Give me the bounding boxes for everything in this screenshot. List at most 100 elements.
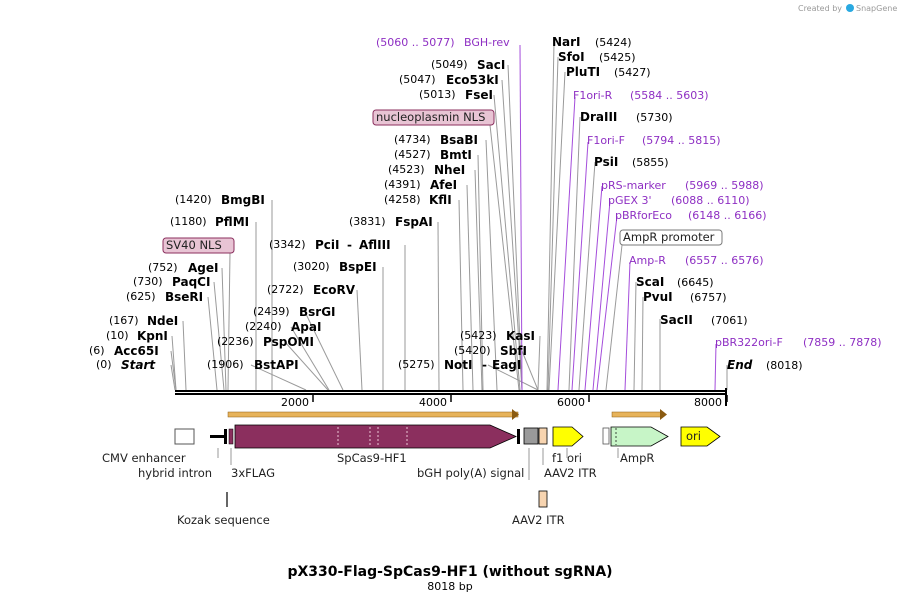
site-name: FspAI bbox=[395, 215, 433, 229]
feature-track: ori bbox=[174, 424, 721, 508]
site-name: PaqCI bbox=[172, 275, 210, 289]
site-name: PsiI bbox=[594, 155, 618, 169]
primer-range: (5060 .. 5077) bbox=[376, 36, 455, 49]
credit-text: Created by bbox=[798, 4, 842, 13]
map-length: 8018 bp bbox=[427, 580, 472, 593]
site-pos: (5049) bbox=[431, 58, 468, 71]
ori-arrow bbox=[680, 426, 721, 447]
site-name: SacII bbox=[660, 313, 693, 327]
primer-range: (6088 .. 6110) bbox=[671, 194, 750, 207]
ampr-promoter-box bbox=[619, 229, 723, 246]
site-name: ApaI bbox=[291, 320, 321, 334]
feature-labels: CMV enhancer hybrid intron 3xFLAG SpCas9… bbox=[102, 451, 654, 527]
primer-range: (5584 .. 5603) bbox=[630, 89, 709, 102]
primer-leader-lines bbox=[519, 44, 717, 391]
site-pos: (4523) bbox=[388, 163, 425, 176]
primer-range: (6557 .. 6576) bbox=[685, 254, 764, 267]
site-pos: (5855) bbox=[632, 156, 669, 169]
site-pos: (3831) bbox=[349, 215, 386, 228]
site-pos: (4734) bbox=[394, 133, 431, 146]
site-name: BstAPI bbox=[254, 358, 299, 372]
site-pos: (8018) bbox=[766, 359, 803, 372]
ruler-tick-label: 6000 bbox=[557, 396, 585, 409]
nucleoplasmin-nls-box bbox=[372, 109, 495, 126]
site-name: BseRI bbox=[165, 290, 203, 304]
site-name: NotI bbox=[444, 358, 473, 372]
primer-name: pBRforEco bbox=[615, 209, 672, 222]
hybrid-intron-bar bbox=[210, 435, 225, 438]
site-name: KpnI bbox=[137, 329, 168, 343]
site-name: EagI bbox=[492, 358, 521, 372]
primer-range: (5969 .. 5988) bbox=[685, 179, 764, 192]
site-pos: (6757) bbox=[690, 291, 727, 304]
ampr-promoter-box bbox=[602, 427, 610, 445]
site-name: BmgBI bbox=[221, 193, 265, 207]
site-pos: (1906) bbox=[207, 358, 244, 371]
site-pos: (3342) bbox=[269, 238, 306, 251]
site-name: PvuI bbox=[643, 290, 673, 304]
primer-range: (7859 .. 7878) bbox=[803, 336, 882, 349]
feature-label: bGH poly(A) signal bbox=[417, 466, 524, 480]
ampr-arrow bbox=[610, 426, 669, 447]
feature-label: AAV2 ITR bbox=[544, 466, 597, 480]
site-pos: (5423) bbox=[460, 329, 497, 342]
site-pos: (1420) bbox=[175, 193, 212, 206]
site-name: KasI bbox=[506, 329, 535, 343]
f1-ori-arrow bbox=[552, 426, 584, 447]
site-pos: (752) bbox=[148, 261, 178, 274]
site-pos: (2236) bbox=[217, 335, 254, 348]
site-pos: (5420) bbox=[454, 344, 491, 357]
site-pos: (0) bbox=[96, 358, 112, 371]
site-pos: (10) bbox=[106, 329, 129, 342]
svg-text:-: - bbox=[347, 238, 352, 252]
feature-label: hybrid intron bbox=[138, 466, 212, 480]
cmv-enhancer-box bbox=[174, 428, 195, 445]
brand-name: SnapGene bbox=[856, 4, 897, 13]
flag-box bbox=[228, 428, 234, 445]
site-name: DraIII bbox=[580, 110, 617, 124]
site-name: KflI bbox=[429, 193, 452, 207]
boxed-label: SV40 NLS bbox=[166, 238, 222, 252]
site-name: BsaBI bbox=[440, 133, 478, 147]
site-pos: (2240) bbox=[245, 320, 282, 333]
boxed-label: AmpR promoter bbox=[623, 230, 715, 244]
site-name: ScaI bbox=[636, 275, 664, 289]
site-name: BmtI bbox=[440, 148, 472, 162]
site-pos: (6) bbox=[89, 344, 105, 357]
site-pos: (5275) bbox=[398, 358, 435, 371]
bgh-polya-box bbox=[523, 427, 539, 445]
site-name: BspEI bbox=[339, 260, 377, 274]
site-pos: (6645) bbox=[677, 276, 714, 289]
site-pos: (5730) bbox=[636, 111, 673, 124]
snapgene-logo-icon bbox=[846, 4, 854, 12]
boxed-leader-lines bbox=[227, 124, 623, 391]
site-pos: (5047) bbox=[399, 73, 436, 86]
site-name: NarI bbox=[552, 35, 581, 49]
primer-name: BGH-rev bbox=[464, 36, 510, 49]
site-name: BsrGI bbox=[299, 305, 336, 319]
aav2-itr-box bbox=[538, 490, 548, 508]
site-leader-lines bbox=[170, 42, 728, 391]
site-pos: (5427) bbox=[614, 66, 651, 79]
site-name: PluTI bbox=[566, 65, 600, 79]
site-pos: (4527) bbox=[394, 148, 431, 161]
boxed-label: nucleoplasmin NLS bbox=[376, 110, 485, 124]
site-pos: (167) bbox=[109, 314, 139, 327]
site-name: AfeI bbox=[430, 178, 457, 192]
primer-name: pBR322ori-F bbox=[715, 336, 783, 349]
site-name: AgeI bbox=[188, 261, 218, 275]
boxed-labels: SV40 NLS nucleoplasmin NLS AmpR promoter bbox=[162, 109, 723, 254]
site-pos: (1180) bbox=[170, 215, 207, 228]
site-pos: (2722) bbox=[267, 283, 304, 296]
site-name: FseI bbox=[465, 88, 493, 102]
site-name: PciI bbox=[315, 238, 340, 252]
site-pos: (5013) bbox=[419, 88, 456, 101]
primer-name: Amp-R bbox=[629, 254, 666, 267]
site-name: Acc65I bbox=[114, 344, 159, 358]
primer-labels: (5060 .. 5077) BGH-rev F1ori-R (5584 .. … bbox=[376, 36, 882, 349]
primer-name: pGEX 3' bbox=[608, 194, 652, 207]
site-name: End bbox=[727, 358, 753, 372]
site-pos: (2439) bbox=[253, 305, 290, 318]
site-name: SfoI bbox=[558, 50, 585, 64]
